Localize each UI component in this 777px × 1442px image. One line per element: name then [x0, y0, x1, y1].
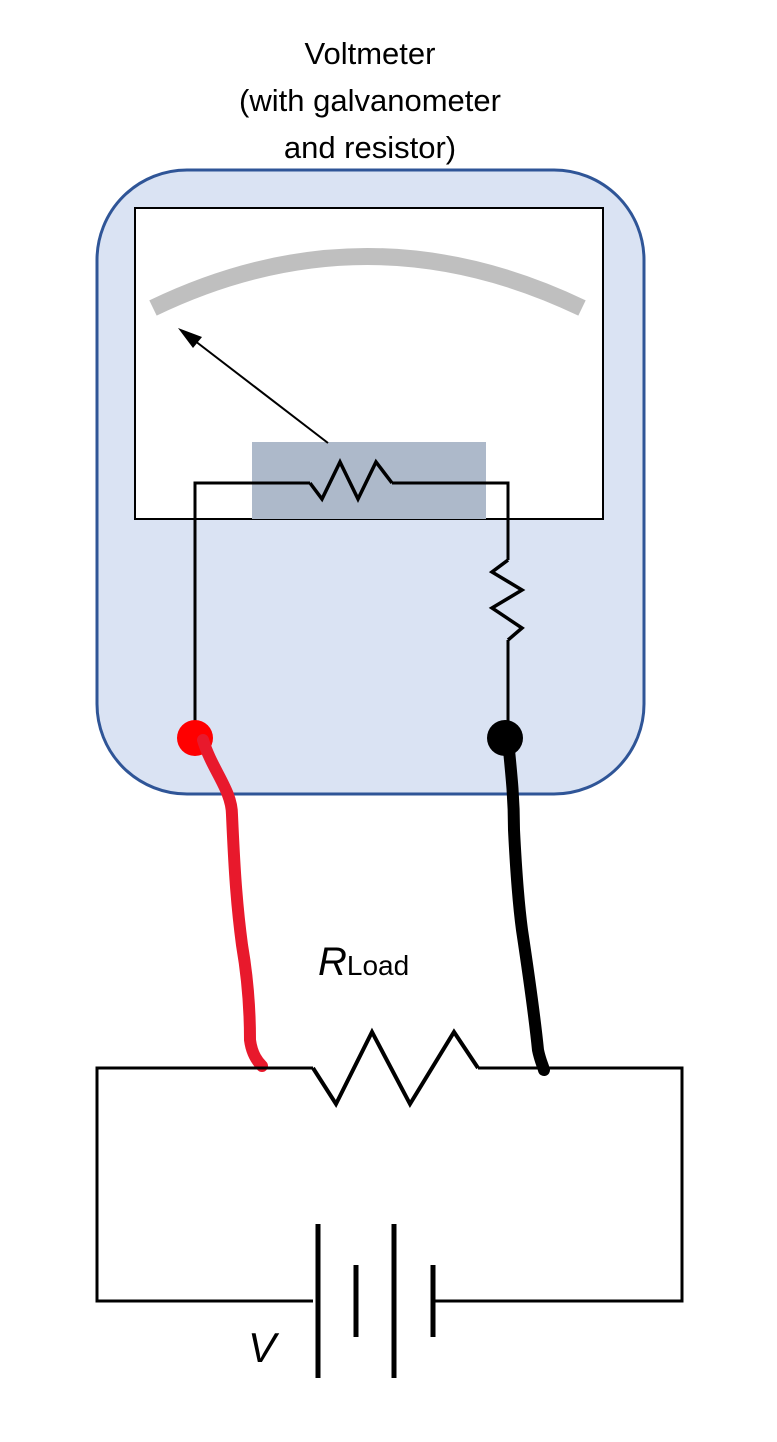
- series-resistor: [488, 558, 526, 642]
- load-resistor-label: RLoad: [318, 940, 409, 984]
- outer-wire-left: [95, 1066, 313, 1303]
- meter-scale-arc: [149, 248, 586, 316]
- voltmeter-title: Voltmeter (with galvanometer and resisto…: [170, 30, 570, 171]
- title-line-1: Voltmeter: [304, 36, 436, 71]
- load-label-sub: Load: [347, 950, 409, 981]
- internal-wire-right: [392, 481, 510, 560]
- outer-wire-right: [433, 1066, 684, 1303]
- load-resistor: [311, 1027, 480, 1109]
- internal-wire-left: [193, 481, 310, 738]
- title-line-3: and resistor): [283, 130, 457, 165]
- galvanometer-coil-block: [252, 442, 486, 519]
- positive-test-lead: [197, 734, 268, 1072]
- title-line-2: (with galvanometer: [239, 83, 501, 118]
- galvanometer-resistor: [308, 457, 394, 504]
- source-voltage-label: V: [248, 1324, 280, 1371]
- negative-test-lead: [502, 734, 550, 1076]
- load-label-main: R: [318, 940, 347, 984]
- meter-needle: [185, 333, 329, 444]
- needle-arrowhead: [178, 328, 202, 348]
